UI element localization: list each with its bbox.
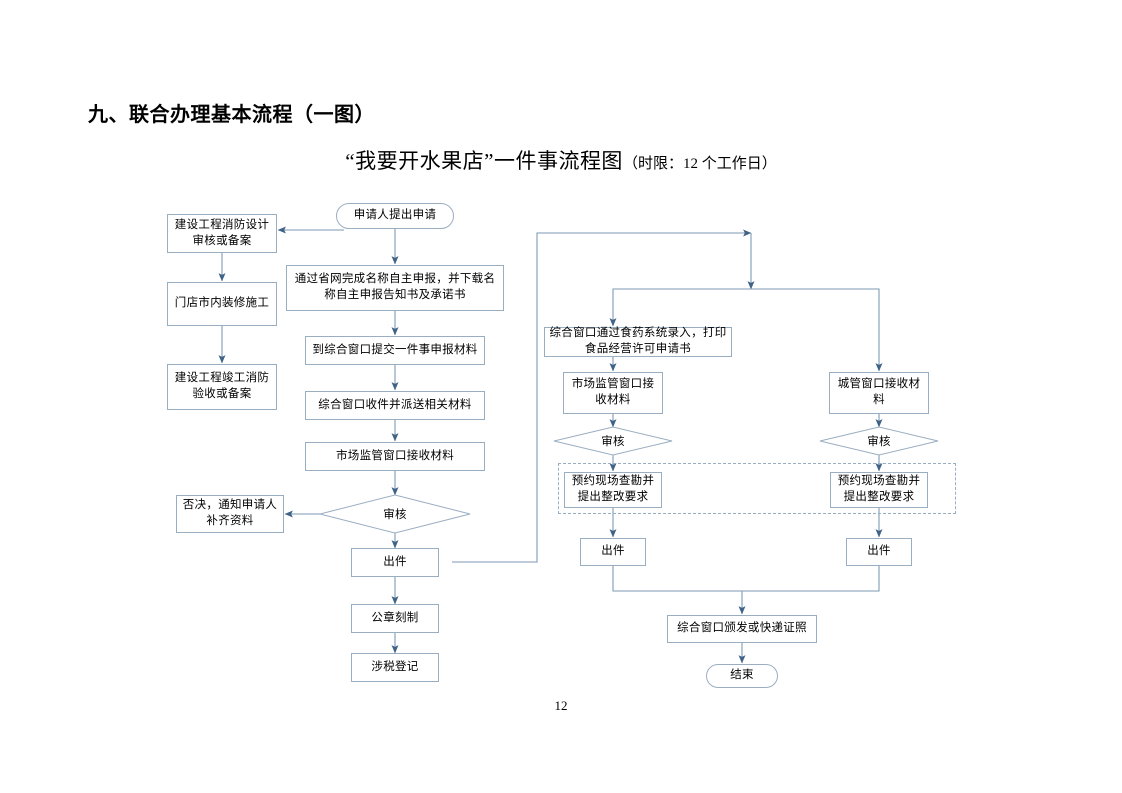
dashed-group-site-survey (558, 463, 956, 514)
node-food-survey[interactable]: 预约现场查勘并提出整改要求 (564, 472, 662, 508)
node-food-receive-label: 市场监管窗口接收材料 (571, 378, 655, 406)
decision-review-main-shape (319, 494, 471, 534)
node-scjg-receive[interactable]: 市场监管窗口接收材料 (305, 442, 485, 471)
node-receive-send-label: 综合窗口收件并派送相关材料 (318, 398, 472, 411)
node-issue-urban-label: 出件 (867, 545, 891, 558)
node-decorate[interactable]: 门店市内装修施工 (167, 282, 277, 326)
node-issue-urban[interactable]: 出件 (846, 538, 912, 566)
node-tax-label: 涉税登记 (371, 660, 419, 673)
decision-review-food-shape (553, 426, 673, 456)
node-receive-send[interactable]: 综合窗口收件并派送相关材料 (305, 391, 485, 420)
node-urban-receive[interactable]: 城管窗口接收材料 (829, 372, 929, 414)
node-name-declare[interactable]: 通过省网完成名称自主申报，并下载名称自主申报告知书及承诺书 (286, 265, 504, 311)
node-submit[interactable]: 到综合窗口提交一件事申报材料 (305, 336, 485, 365)
edge-issue-food-merge-arm (612, 566, 742, 592)
node-end[interactable]: 结束 (706, 664, 778, 688)
node-issue-food[interactable]: 出件 (580, 538, 646, 566)
node-urban-survey[interactable]: 预约现场查勘并提出整改要求 (830, 472, 928, 508)
node-food-receive[interactable]: 市场监管窗口接收材料 (563, 372, 663, 414)
node-seal[interactable]: 公章刻制 (351, 604, 439, 633)
decision-review-urban-shape (819, 426, 939, 456)
chart-title-main: “我要开水果店”一件事流程图 (345, 149, 623, 173)
chart-title-subtitle: （时限：12 个工作日） (622, 156, 777, 172)
node-reject[interactable]: 否决，通知申请人补齐资料 (176, 495, 284, 533)
node-review-urban-label: 审核 (867, 436, 891, 448)
node-submit-label: 到综合窗口提交一件事申报材料 (312, 343, 478, 356)
node-end-label: 结束 (730, 669, 754, 682)
section-heading: 九、联合办理基本流程（一图） (88, 104, 375, 126)
node-review-urban[interactable]: 审核 (844, 430, 914, 452)
node-review-food-label: 审核 (601, 436, 625, 448)
edge-issue-main-to-top-bus (452, 229, 752, 563)
node-name-declare-label: 通过省网完成名称自主申报，并下载名称自主申报告知书及承诺书 (294, 273, 496, 301)
node-fire-design[interactable]: 建设工程消防设计审核或备案 (167, 214, 277, 253)
node-start-label: 申请人提出申请 (353, 209, 437, 222)
node-start[interactable]: 申请人提出申请 (336, 203, 454, 229)
node-fire-design-label: 建设工程消防设计审核或备案 (174, 218, 270, 247)
node-issue-main[interactable]: 出件 (351, 548, 439, 577)
node-fire-accept-label: 建设工程竣工消防验收或备案 (174, 372, 270, 400)
page-number: 12 (554, 698, 568, 713)
node-seal-label: 公章刻制 (371, 611, 419, 624)
node-urban-receive-label: 城管窗口接收材料 (837, 378, 921, 406)
node-urban-survey-label: 预约现场查勘并提出整改要求 (837, 475, 921, 503)
node-review-main[interactable]: 审核 (345, 502, 445, 526)
node-deliver[interactable]: 综合窗口颁发或快递证照 (667, 615, 817, 643)
node-food-entry[interactable]: 综合窗口通过食药系统录入，打印食品经营许可申请书 (544, 327, 732, 357)
edge-split-to-food-entry (609, 288, 751, 327)
edge-issue-urban-merge-arm (742, 566, 880, 592)
node-review-main-label: 审核 (383, 509, 407, 521)
chart-title: “我要开水果店”一件事流程图（时限：12 个工作日） (0, 145, 1122, 175)
node-tax[interactable]: 涉税登记 (351, 653, 439, 682)
node-issue-food-label: 出件 (601, 545, 625, 558)
edge-split-to-urban-receive (751, 288, 883, 372)
node-decorate-label: 门店市内装修施工 (174, 297, 270, 310)
node-review-food[interactable]: 审核 (578, 430, 648, 452)
node-deliver-label: 综合窗口颁发或快递证照 (677, 622, 807, 635)
node-reject-label: 否决，通知申请人补齐资料 (182, 499, 278, 527)
node-scjg-receive-label: 市场监管窗口接收材料 (336, 449, 454, 462)
node-food-survey-label: 预约现场查勘并提出整改要求 (571, 475, 655, 503)
node-issue-main-label: 出件 (383, 555, 407, 568)
node-food-entry-label: 综合窗口通过食药系统录入，打印食品经营许可申请书 (549, 327, 727, 355)
node-fire-accept[interactable]: 建设工程竣工消防验收或备案 (167, 364, 277, 410)
